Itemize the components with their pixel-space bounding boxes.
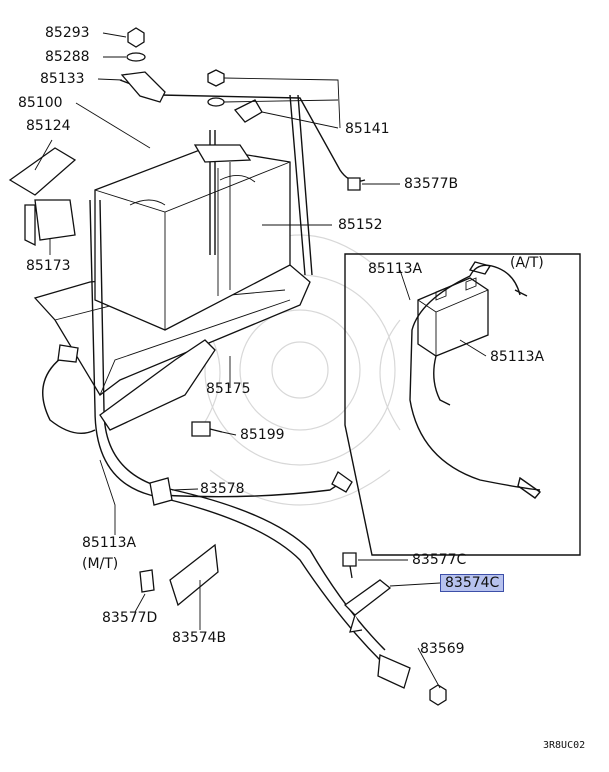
part-85173	[24, 199, 76, 247]
callout-85152[interactable]: 85152	[338, 217, 383, 233]
hold-down-bar	[119, 79, 366, 182]
callout-85100[interactable]: 85100	[18, 95, 63, 111]
leader-lines	[34, 32, 487, 689]
left-harness	[42, 354, 96, 434]
callout-85141[interactable]: 85141	[345, 121, 390, 137]
callout-85199[interactable]: 85199	[240, 427, 285, 443]
bracket-83574C	[343, 579, 392, 633]
bolt-83577B	[347, 177, 361, 191]
variant-mt-label: (M/T)	[82, 556, 119, 572]
callout-85175[interactable]: 85175	[206, 381, 251, 397]
bracket-83574B	[169, 543, 219, 607]
nut-83569	[429, 684, 447, 706]
washer-85141	[207, 97, 225, 107]
inset-cable	[409, 264, 541, 491]
callout-85113A-mt[interactable]: 85113A	[82, 535, 137, 551]
top-bracket	[193, 144, 252, 163]
callout-83574B[interactable]: 83574B	[172, 630, 227, 646]
fastener-85293	[127, 27, 145, 48]
hold-down-bracket-85133	[120, 71, 166, 103]
clip-83578	[149, 477, 173, 506]
ground-cable	[159, 479, 346, 498]
callout-83569[interactable]: 83569	[420, 641, 465, 657]
callout-83577C[interactable]: 83577C	[412, 552, 467, 568]
callout-85173[interactable]: 85173	[26, 258, 71, 274]
washer-85288	[126, 52, 146, 62]
callout-83578[interactable]: 83578	[200, 481, 245, 497]
cable-end-terminal	[377, 654, 411, 689]
inset-frame	[344, 253, 581, 556]
connector-left	[57, 344, 79, 363]
inset-battery	[417, 277, 489, 357]
nut-85141-top	[207, 69, 225, 87]
bolt-83577C	[342, 552, 357, 579]
stay-85175	[99, 339, 216, 431]
callout-85293[interactable]: 85293	[45, 25, 90, 41]
callout-85288[interactable]: 85288	[45, 49, 90, 65]
bolt-83577D	[139, 569, 155, 593]
bolt-85199	[191, 421, 223, 437]
battery	[94, 147, 291, 331]
callout-83577B[interactable]: 83577B	[404, 176, 459, 192]
part-85124	[8, 147, 77, 196]
callout-83577D[interactable]: 83577D	[102, 610, 158, 626]
callout-85124[interactable]: 85124	[26, 118, 71, 134]
callout-83574C-highlighted[interactable]: 83574C	[440, 574, 505, 592]
callout-85113A-at-top[interactable]: 85113A	[368, 261, 423, 277]
variant-at-label: (A/T)	[510, 255, 544, 271]
inset-clamp	[468, 261, 542, 499]
callout-85113A-at-right[interactable]: 85113A	[490, 349, 545, 365]
callout-85133[interactable]: 85133	[40, 71, 85, 87]
terminal-85141	[233, 99, 263, 123]
diagram-code: 3R8UC02	[543, 740, 586, 751]
hold-down-frame	[89, 94, 313, 411]
ground-terminal	[331, 471, 353, 493]
